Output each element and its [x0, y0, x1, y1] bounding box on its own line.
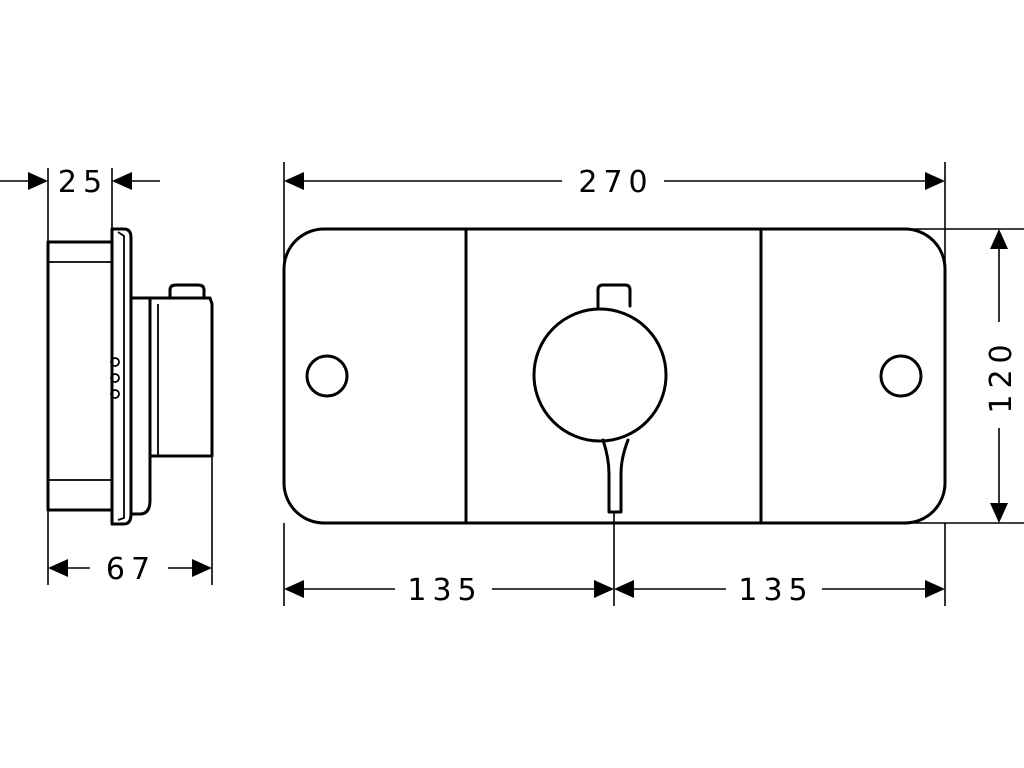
- dim-67-arrow-right: [192, 559, 212, 577]
- side-view-detail-mark: [110, 357, 120, 367]
- front-view-plate: [282, 227, 947, 525]
- dim-135-right-arrow-right: [925, 580, 945, 598]
- dim-25-arrow-left: [28, 172, 48, 190]
- front-view-dial-lever: [601, 438, 630, 514]
- front-view-button-right: [879, 354, 923, 398]
- dim-135-left-arrow-right: [594, 580, 614, 598]
- front-view-dial: [532, 307, 668, 443]
- side-view-pin: [168, 283, 206, 300]
- front-view-dial-pin: [596, 283, 632, 311]
- dim-270-arrow-left: [284, 172, 304, 190]
- dim-120-label: 120: [984, 338, 1019, 413]
- dim-120-arrow-top: [990, 229, 1008, 249]
- dim-270-label: 270: [578, 165, 653, 200]
- dim-120-arrow-bottom: [990, 503, 1008, 523]
- side-view-detail-mark: [110, 389, 120, 399]
- dim-25-arrow-right: [112, 172, 132, 190]
- side-view-cover-plate: [110, 227, 133, 526]
- front-view-button-left: [305, 354, 349, 398]
- dim-270-arrow-right: [925, 172, 945, 190]
- front-view: 270 120 135 135: [282, 162, 1024, 608]
- dim-25-label: 25: [58, 165, 108, 200]
- dim-135-right-arrow-left: [614, 580, 634, 598]
- side-view-plate-inner: [117, 231, 125, 521]
- dim-135-left-label: 135: [407, 573, 482, 608]
- side-view-knob: [129, 296, 152, 516]
- dim-135-right-label: 135: [738, 573, 813, 608]
- side-view: 25 67: [0, 165, 214, 587]
- side-view-body: [46, 240, 114, 512]
- dim-67-label: 67: [106, 552, 156, 587]
- side-view-knob-cap: [148, 296, 214, 458]
- dim-67-arrow-left: [48, 559, 68, 577]
- side-view-detail-mark: [110, 373, 120, 383]
- dim-135-left-arrow-left: [284, 580, 304, 598]
